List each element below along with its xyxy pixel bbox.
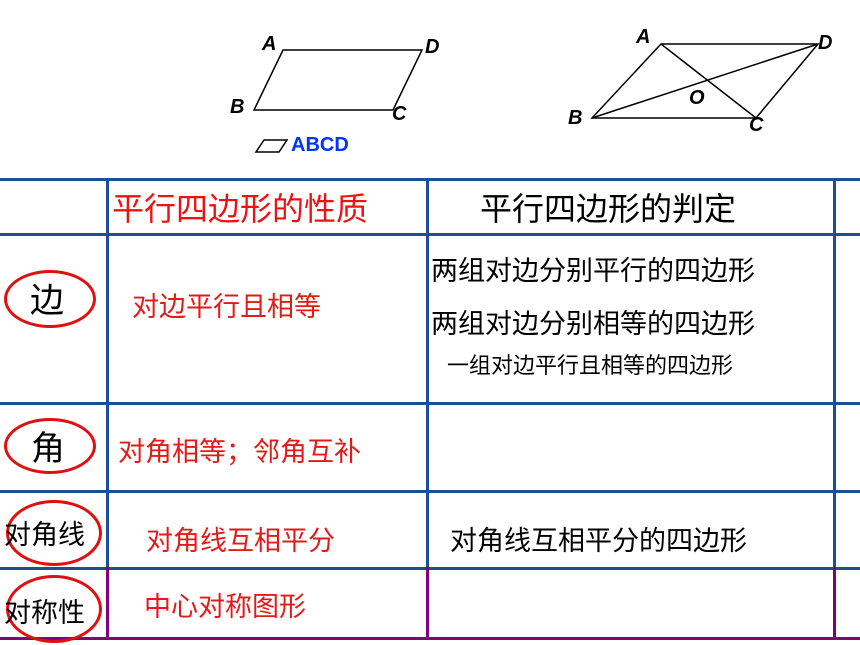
criteria-diagonals: 对角线互相平分的四边形: [450, 525, 747, 557]
vertex-label-b: B: [230, 96, 245, 118]
table-rule: [0, 637, 860, 640]
diagonals-figure: A D B C O: [560, 0, 860, 170]
table-divider: [106, 567, 109, 640]
caption-text: ABCD: [291, 134, 349, 156]
highlight-circle: [6, 500, 102, 566]
table-divider: [106, 178, 109, 570]
highlight-circle: [4, 270, 96, 328]
table-rule: [0, 567, 860, 570]
center-label-o: O: [689, 87, 705, 109]
vertex-label-b: B: [568, 107, 583, 129]
highlight-circle: [4, 418, 96, 474]
property-symmetry: 中心对称图形: [144, 591, 306, 623]
vertex-label-d: D: [818, 32, 833, 54]
table-rule: [0, 402, 860, 405]
property-angles: 对角相等；邻角互补: [118, 436, 361, 468]
vertex-label-c: C: [749, 114, 764, 136]
header-criteria: 平行四边形的判定: [480, 190, 737, 228]
row-label-sides: 边: [30, 280, 64, 321]
vertex-label-a: A: [262, 33, 277, 55]
row-label-symmetry: 对称性: [4, 597, 85, 629]
vertex-label-a: A: [636, 26, 651, 48]
table-divider: [833, 178, 836, 570]
diagonals-shape: [590, 43, 820, 119]
parallelogram-caption: ABCD: [254, 134, 349, 157]
table-rule: [0, 233, 860, 236]
table-rule: [0, 490, 860, 493]
parallelogram-figure: A D B C: [0, 0, 439, 170]
table-divider: [426, 567, 429, 640]
criteria-sides-2: 两组对边分别相等的四边形: [431, 308, 755, 340]
vertex-label-c: C: [392, 103, 407, 125]
highlight-circle: [6, 575, 102, 643]
vertex-label-d: D: [425, 36, 440, 58]
table-divider: [833, 567, 836, 640]
property-diagonals: 对角线互相平分: [146, 525, 335, 557]
parallelogram-shape: [252, 49, 424, 111]
parallelogram-symbol-icon: [254, 138, 288, 153]
criteria-sides-1: 两组对边分别平行的四边形: [431, 255, 755, 287]
row-label-angles: 角: [31, 428, 65, 469]
row-label-diagonals: 对角线: [4, 519, 85, 551]
criteria-sides-3: 一组对边平行且相等的四边形: [447, 354, 734, 379]
property-sides: 对边平行且相等: [132, 291, 321, 323]
table-rule: [0, 178, 860, 181]
header-property: 平行四边形的性质: [112, 190, 369, 228]
table-divider: [426, 178, 429, 570]
